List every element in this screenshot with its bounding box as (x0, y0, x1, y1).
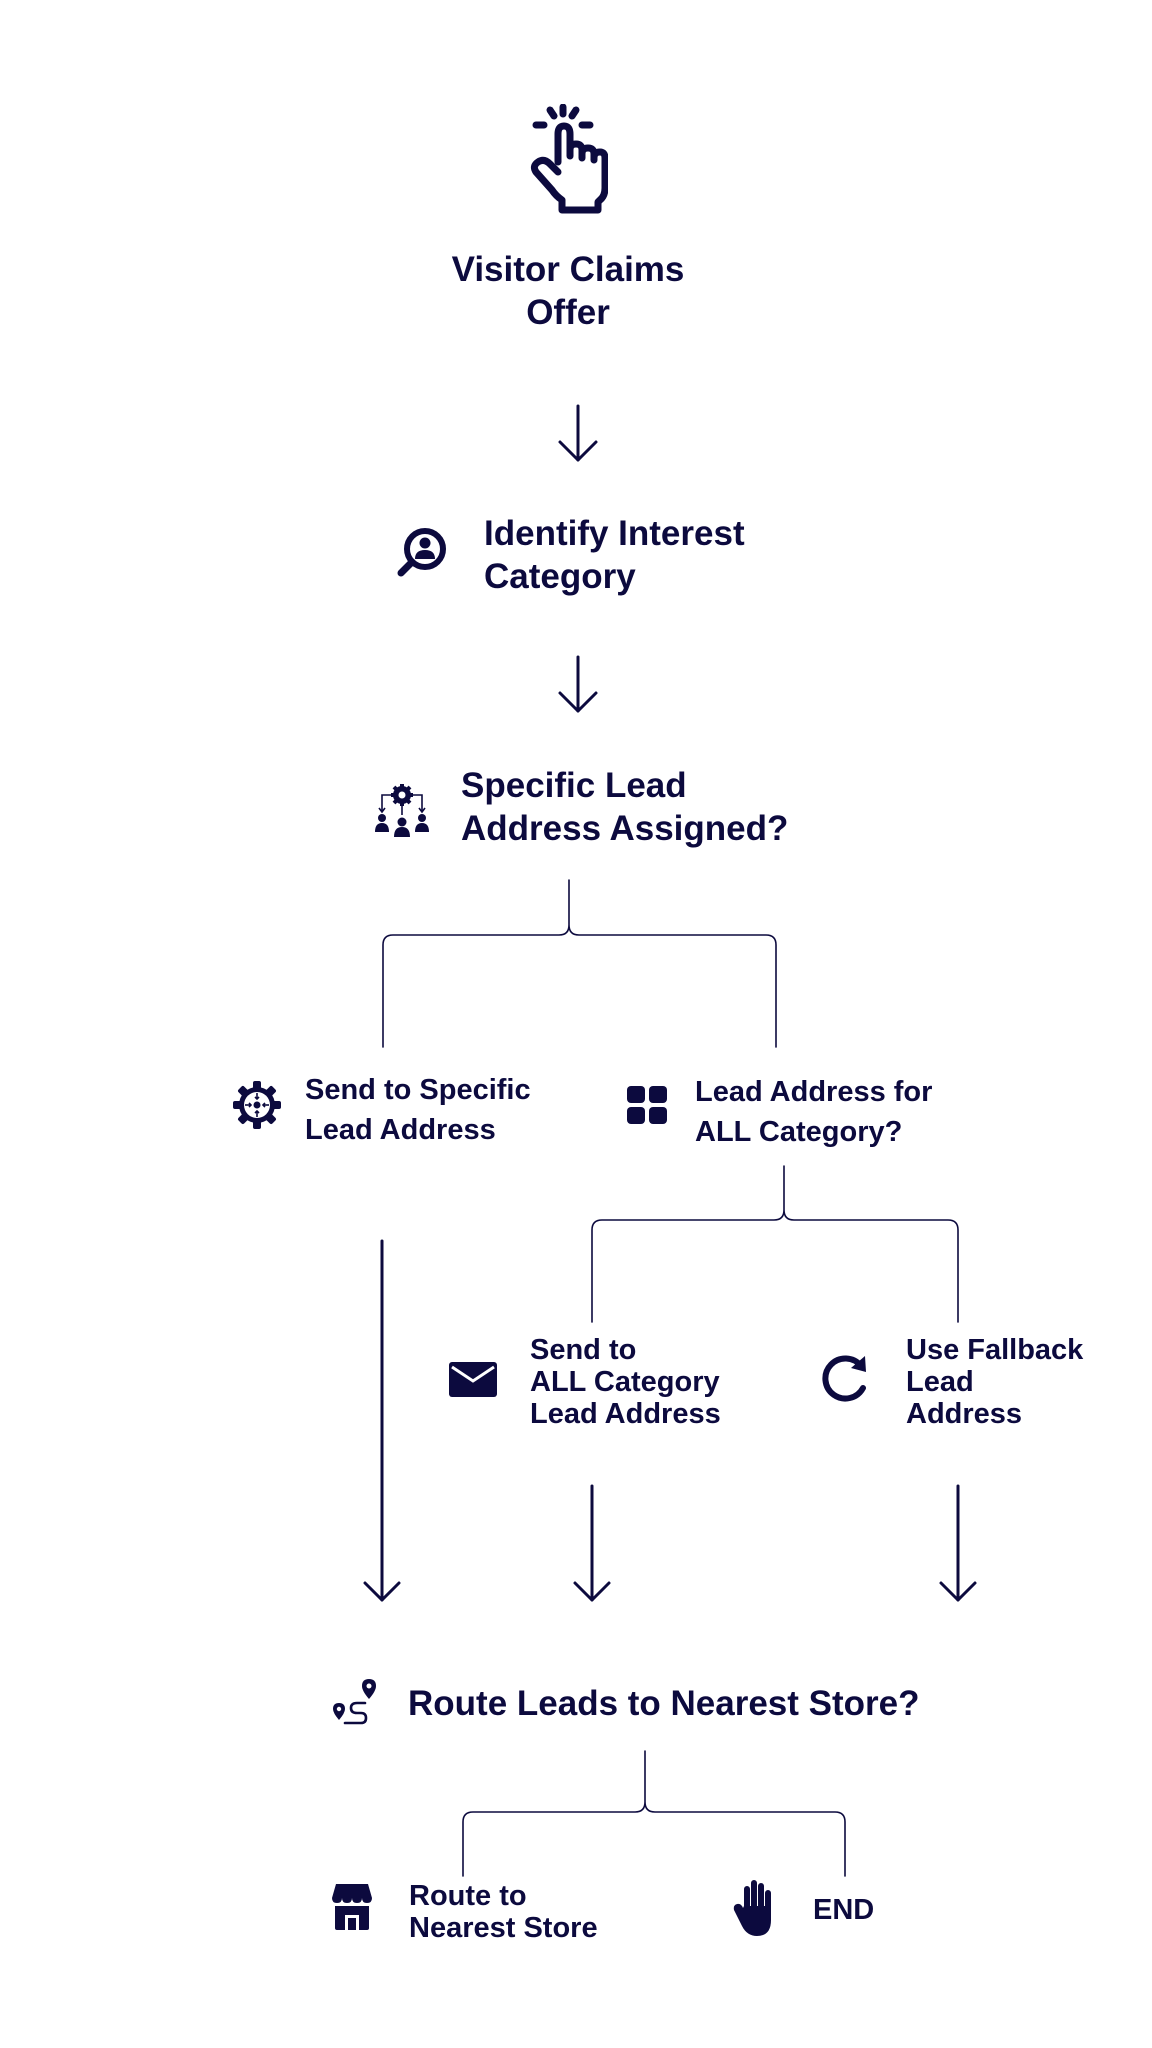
node-label-line: Lead (906, 1366, 974, 1398)
node-label-line: ALL Category? (695, 1116, 903, 1148)
node-label-line: END (813, 1894, 875, 1926)
node-label-line: Lead Address (530, 1398, 721, 1430)
grid-icon (627, 1086, 667, 1124)
search-person-icon (397, 528, 446, 577)
node-label-line: Lead Address (305, 1114, 496, 1146)
branch-bracket-all-category (591, 1165, 959, 1323)
node-label-line: Use Fallback (906, 1334, 1084, 1366)
node-label-line: Route to (409, 1880, 527, 1912)
gear-target-icon (233, 1081, 281, 1129)
branch-bracket-specific (382, 879, 777, 1048)
pointing-hand-click-icon (530, 104, 608, 214)
node-label-line: Offer (526, 293, 610, 332)
stop-hand-icon (733, 1880, 771, 1936)
node-label-line: Address (906, 1398, 1023, 1430)
branch-bracket-route (462, 1750, 846, 1877)
team-gear-distribution-icon (375, 784, 429, 837)
node-label-line: Send to (530, 1334, 637, 1366)
route-map-pin-icon (333, 1679, 376, 1725)
arrow-identify-to-decision (558, 655, 598, 713)
node-label-line: Category (484, 557, 636, 596)
envelope-icon (449, 1362, 497, 1397)
node-label-line: Address Assigned? (461, 809, 789, 848)
refresh-icon (822, 1355, 866, 1402)
storefront-icon (332, 1884, 372, 1930)
arrow-specific-to-route (363, 1239, 401, 1602)
node-label-line: Route Leads to Nearest Store? (408, 1684, 920, 1723)
node-label-line: ALL Category (530, 1366, 720, 1398)
arrow-start-to-identify (558, 404, 598, 462)
node-label-line: Visitor Claims (451, 250, 685, 289)
node-label-line: Identify Interest (484, 514, 745, 553)
node-label-line: Lead Address for (695, 1076, 933, 1108)
arrow-fallback-to-route (939, 1484, 977, 1602)
node-label-line: Nearest Store (409, 1912, 598, 1944)
arrow-send-all-to-route (573, 1484, 611, 1602)
node-label-line: Send to Specific (305, 1074, 531, 1106)
node-label-line: Specific Lead (461, 766, 687, 805)
